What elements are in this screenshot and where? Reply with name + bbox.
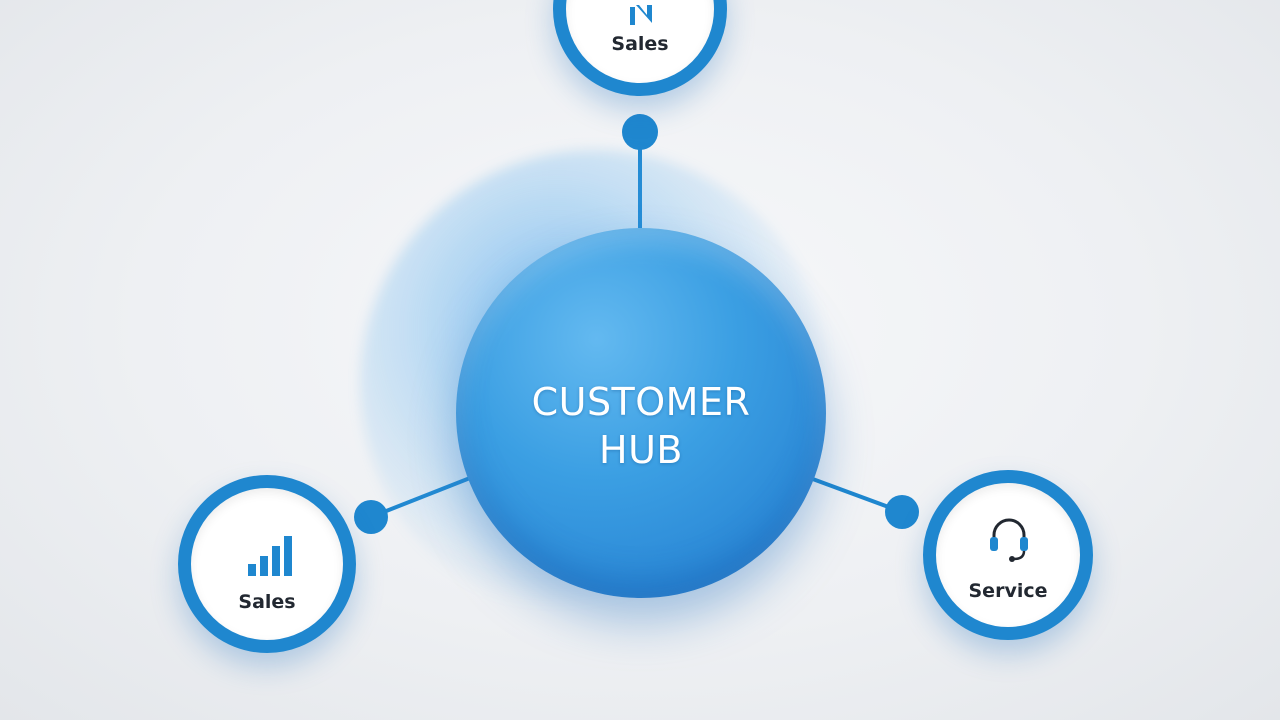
hub-title-line1: CUSTOMER — [531, 380, 751, 424]
customer-hub-sphere[interactable]: CUSTOMER HUB — [456, 228, 826, 598]
connector-dot-left — [354, 500, 388, 534]
headset-icon — [990, 518, 1028, 562]
node-label-top: Sales — [611, 33, 669, 55]
node-label-left: Sales — [238, 591, 296, 613]
node-service-right[interactable]: Service — [923, 470, 1093, 640]
node-label-right: Service — [968, 580, 1048, 602]
connector-dot-top — [622, 114, 658, 150]
chart-icon — [630, 5, 652, 25]
hub-title: CUSTOMER HUB — [456, 378, 826, 474]
connector-dot-right — [885, 495, 919, 529]
bar-chart-icon — [248, 536, 292, 576]
node-sales-left[interactable]: Sales — [178, 475, 356, 653]
hub-title-line2: HUB — [599, 428, 683, 472]
